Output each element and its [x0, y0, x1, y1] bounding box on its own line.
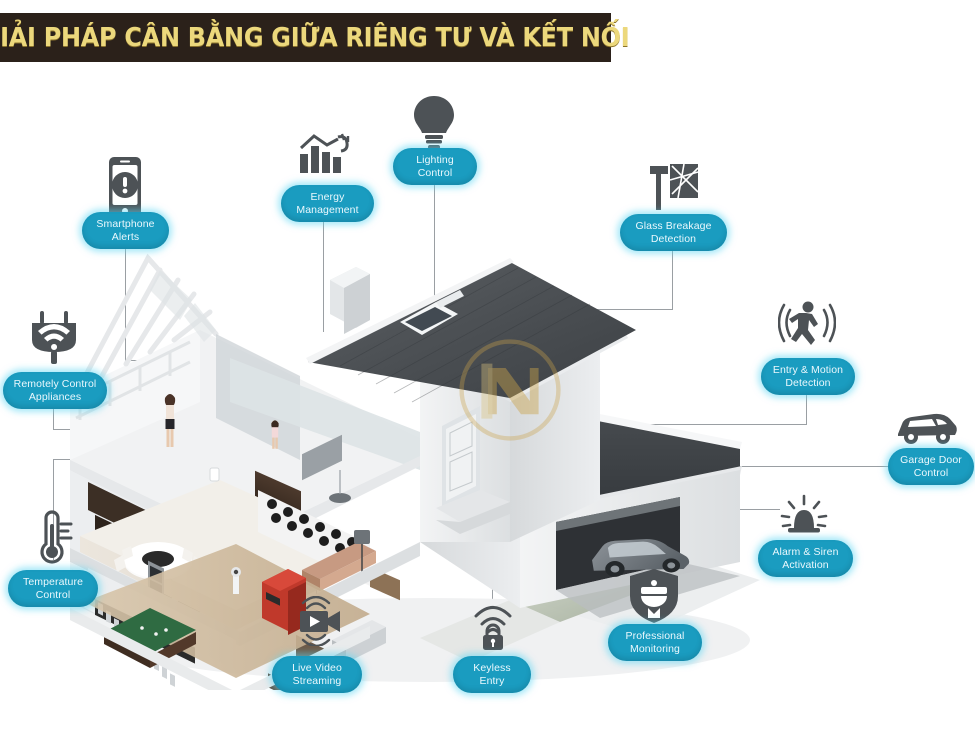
pill-label: Garage Door Control: [900, 454, 962, 479]
pill-label: Remotely Control Appliances: [13, 378, 97, 403]
pill-smartphone-alerts[interactable]: Smartphone Alerts: [82, 212, 169, 249]
pill-lighting-control[interactable]: Lighting Control: [393, 148, 477, 185]
pill-remotely-control-appliances[interactable]: Remotely Control Appliances: [3, 372, 107, 409]
car-icon: [896, 408, 958, 446]
pill-alarm-siren-activation[interactable]: Alarm & Siren Activation: [758, 540, 853, 577]
thermometer-icon: [32, 510, 76, 566]
connector-appliances-vertical: [53, 408, 55, 430]
pill-temperature-control[interactable]: Temperature Control: [8, 570, 98, 607]
pill-professional-monitoring[interactable]: Professional Monitoring: [608, 624, 702, 661]
bar-chart-plug-icon: [297, 132, 353, 176]
light-bulb-icon: [412, 94, 456, 152]
pill-label: Alarm & Siren Activation: [772, 546, 839, 571]
pill-label: Keyless Entry: [473, 662, 511, 687]
pill-label: Temperature Control: [22, 576, 84, 601]
pill-live-video-streaming[interactable]: Live Video Streaming: [272, 656, 362, 693]
pill-label: Glass Breakage Detection: [635, 220, 712, 245]
pill-label: Lighting Control: [416, 154, 454, 179]
page-title: GIẢI PHÁP CÂN BẰNG GIỮA RIÊNG TƯ VÀ KẾT …: [0, 22, 630, 53]
connector-lighting-vertical: [434, 184, 436, 324]
title-banner: GIẢI PHÁP CÂN BẰNG GIỮA RIÊNG TƯ VÀ KẾT …: [0, 13, 630, 62]
wifi-plug-icon: [26, 310, 82, 366]
connector-entry-horizontal: [556, 424, 807, 426]
siren-icon: [780, 494, 828, 538]
pill-label: Live Video Streaming: [292, 662, 342, 687]
pill-label: Professional Monitoring: [625, 630, 685, 655]
pill-keyless-entry[interactable]: Keyless Entry: [453, 656, 531, 693]
pill-label: Smartphone Alerts: [96, 218, 155, 243]
pill-glass-breakage-detection[interactable]: Glass Breakage Detection: [620, 214, 727, 251]
connector-garage-horizontal: [728, 466, 888, 468]
hammer-broken-glass-icon: [648, 162, 700, 212]
connector-glass-horizontal: [560, 309, 673, 311]
pill-label: Energy Management: [296, 191, 359, 216]
video-camera-icon: [292, 596, 348, 646]
pill-label: Entry & Motion Detection: [772, 364, 844, 389]
watermark-logo: [455, 335, 565, 445]
connector-energy-vertical: [323, 222, 325, 332]
wifi-lock-icon: [470, 600, 516, 652]
motion-person-icon: [778, 300, 836, 348]
connector-temperature-vertical: [53, 460, 55, 560]
pill-garage-door-control[interactable]: Garage Door Control: [888, 448, 974, 485]
police-shield-icon: [628, 568, 680, 624]
connector-glass-vertical: [672, 250, 674, 310]
pill-entry-motion-detection[interactable]: Entry & Motion Detection: [761, 358, 855, 395]
smartphone-alert-icon: [104, 156, 146, 218]
connector-entry-vertical: [806, 395, 808, 425]
pill-energy-management[interactable]: Energy Management: [281, 185, 374, 222]
